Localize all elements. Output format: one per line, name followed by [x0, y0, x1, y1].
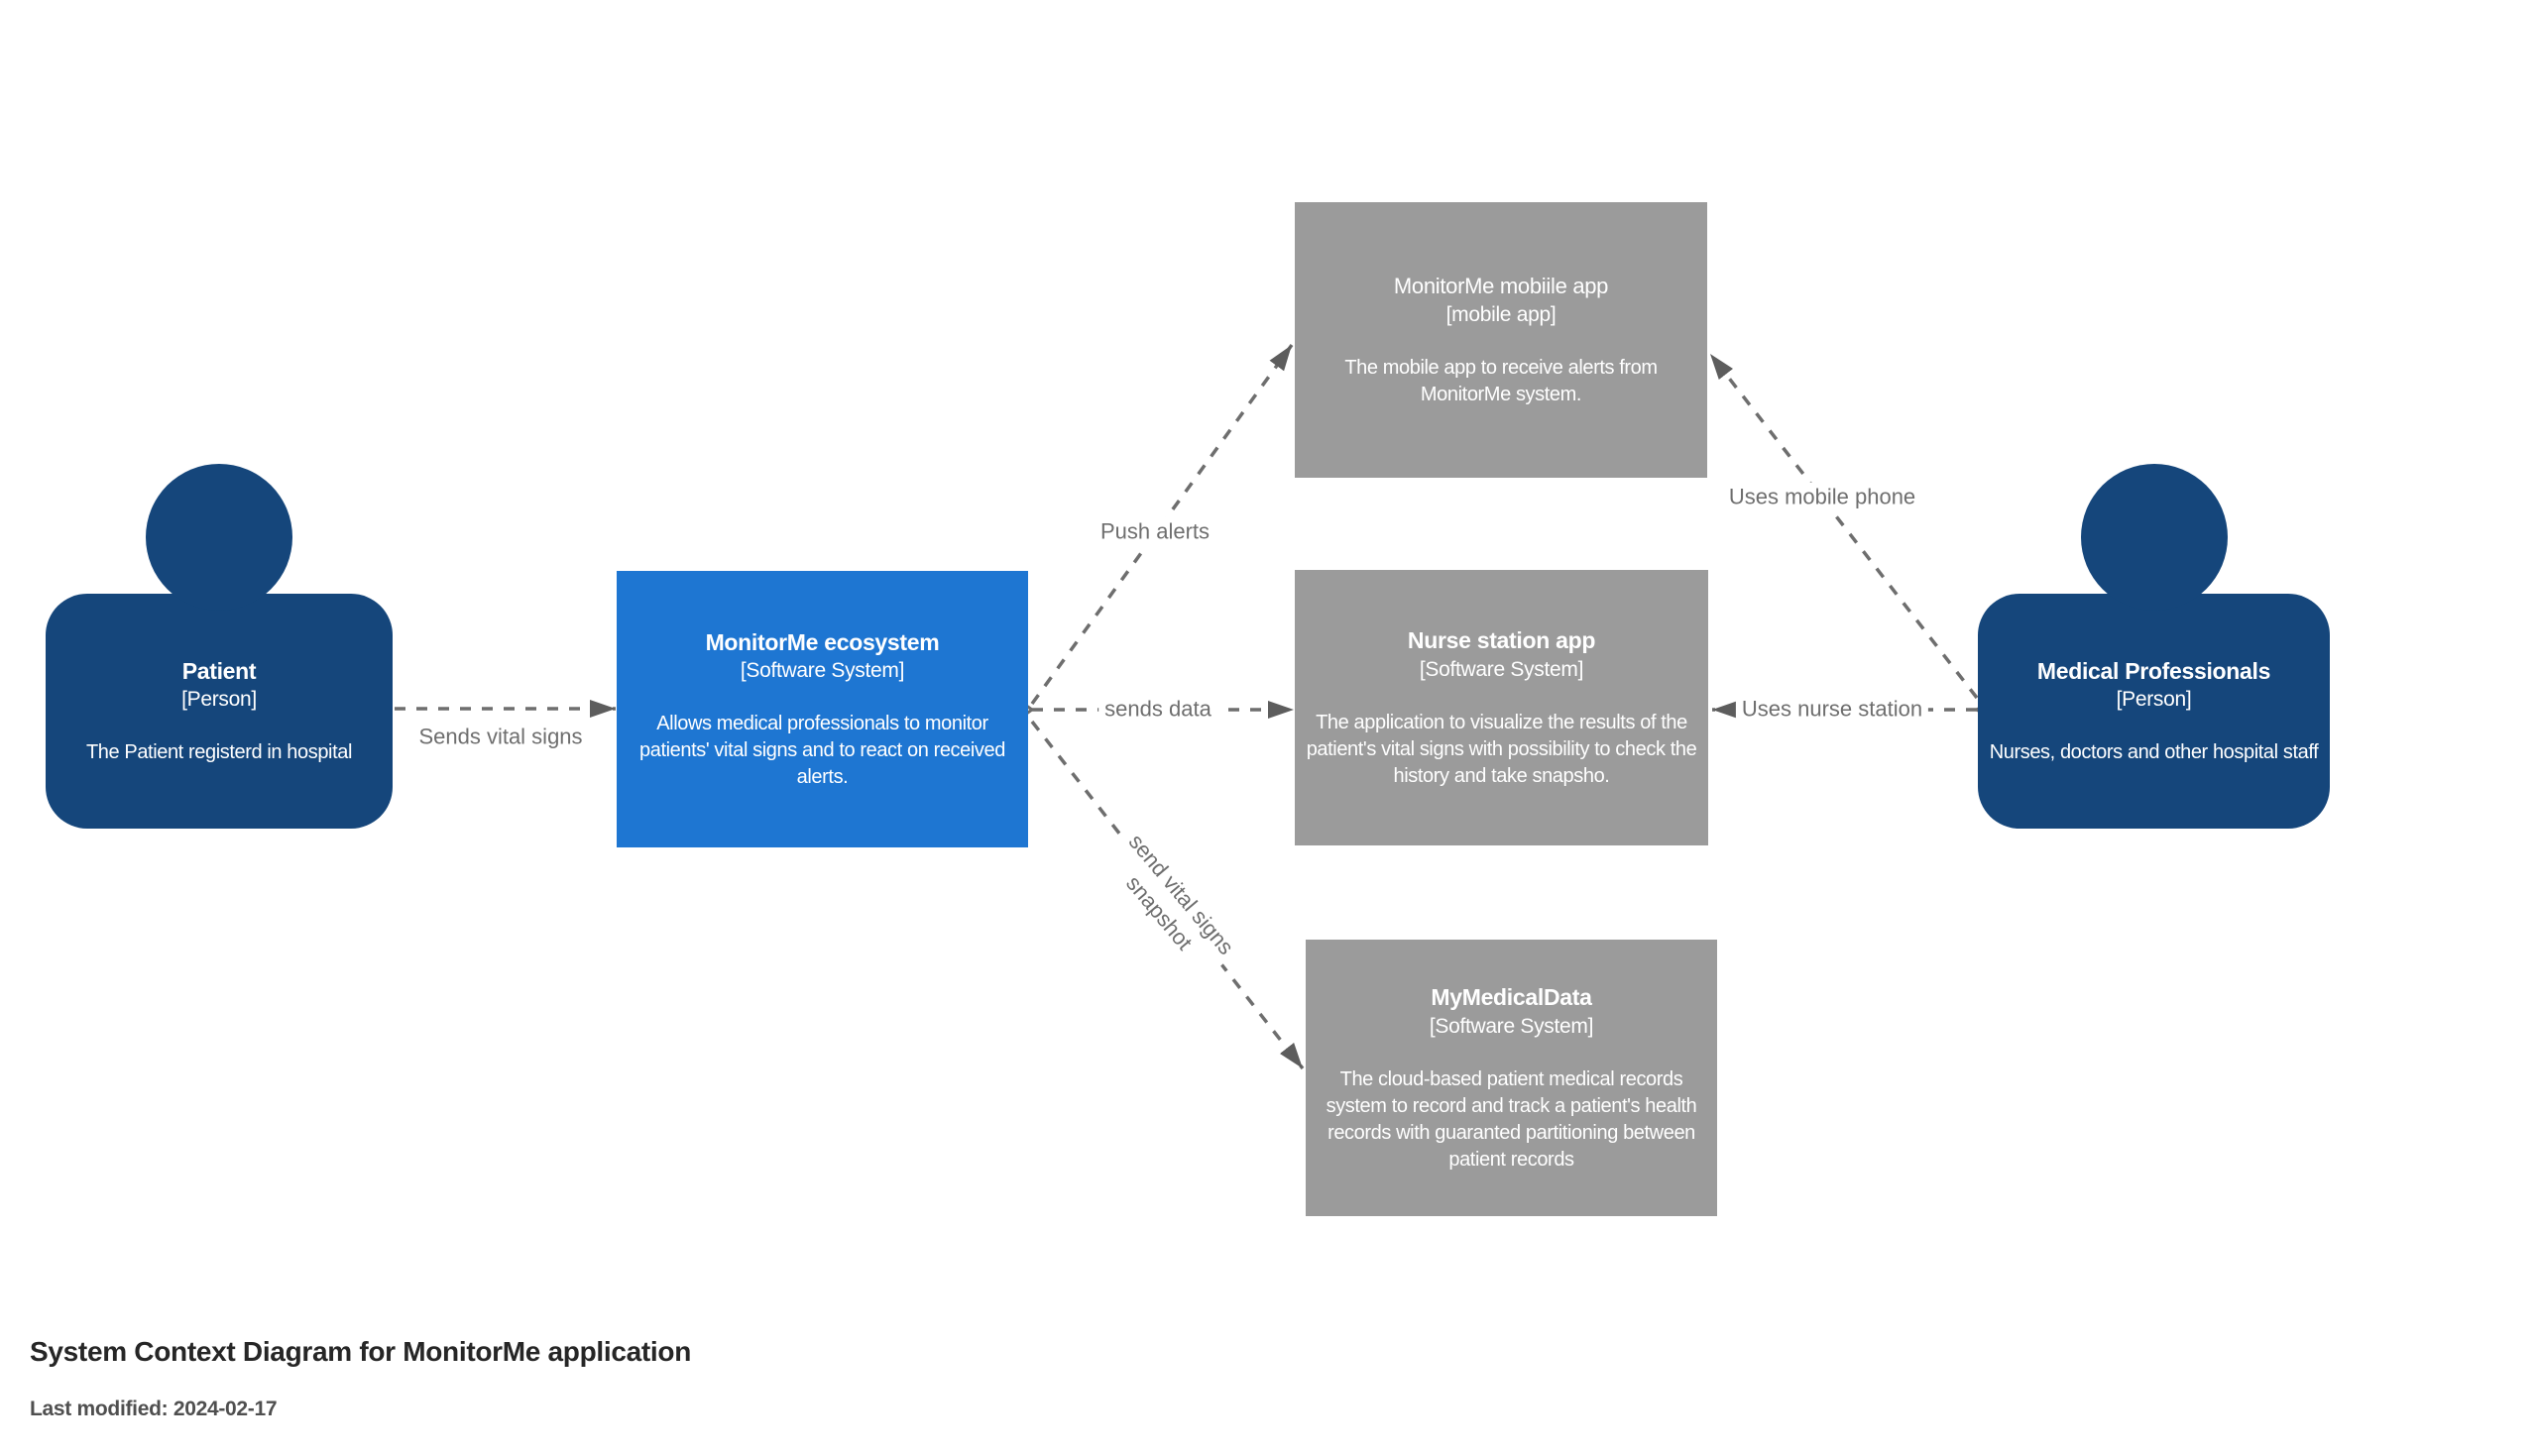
- monitorme-name: MonitorMe ecosystem: [705, 628, 940, 655]
- last-modified-text: Last modified: 2024-02-17: [30, 1398, 278, 1420]
- monitorme-type: [Software System]: [740, 659, 905, 683]
- medical-professionals-name: Medical Professionals: [2036, 657, 2271, 684]
- uses-mobile-phone-label: Uses mobile phone: [1722, 482, 1922, 513]
- sends-data-label: sends data: [1098, 694, 1217, 726]
- mymedicaldata-node[interactable]: MyMedicalData [Software System] The clou…: [1306, 940, 1717, 1216]
- nurse-station-description: The application to visualize the results…: [1306, 711, 1697, 787]
- patient-node[interactable]: Patient [Person] The Patient registerd i…: [46, 464, 393, 829]
- mymedicaldata-type: [Software System]: [1429, 1014, 1594, 1038]
- uses-nurse-station-label: Uses nurse station: [1735, 694, 1929, 726]
- mobile-app-type: [mobile app]: [1445, 302, 1557, 326]
- patient-description: The Patient registerd in hospital: [85, 741, 353, 764]
- push-alerts-label: Push alerts: [1094, 516, 1216, 548]
- person-head-icon: [146, 464, 292, 611]
- nurse-station-type: [Software System]: [1419, 657, 1584, 681]
- sends-vital-signs-label: Sends vital signs: [412, 722, 589, 753]
- nurse-station-node[interactable]: Nurse station app [Software System] The …: [1295, 570, 1708, 845]
- mymedicaldata-name: MyMedicalData: [1431, 984, 1592, 1011]
- monitorme-ecosystem-node[interactable]: MonitorMe ecosystem [Software System] Al…: [617, 571, 1028, 847]
- person-head-icon: [2080, 464, 2228, 611]
- mymedicaldata-description: The cloud-based patient medical records …: [1326, 1067, 1697, 1171]
- monitorme-description: Allows medical professionals to monitor …: [639, 713, 1005, 789]
- medical-professionals-node[interactable]: Medical Professionals [Person] Nurses, d…: [1978, 464, 2330, 829]
- patient-name: Patient: [181, 657, 257, 684]
- medical-professionals-description: Nurses, doctors and other hospital staff: [1989, 741, 2319, 764]
- mobile-app-node[interactable]: MonitorMe mobiile app [mobile app] The m…: [1295, 202, 1707, 478]
- patient-type: [Person]: [181, 688, 257, 712]
- medical-professionals-type: [Person]: [2116, 688, 2192, 712]
- diagram-title: System Context Diagram for MonitorMe app…: [30, 1336, 692, 1367]
- mobile-app-description: The mobile app to receive alerts from Mo…: [1344, 356, 1658, 405]
- nurse-station-name: Nurse station app: [1407, 627, 1596, 654]
- line-uses-mobile-phone: [1708, 352, 1979, 700]
- mobile-app-name: MonitorMe mobiile app: [1393, 274, 1609, 299]
